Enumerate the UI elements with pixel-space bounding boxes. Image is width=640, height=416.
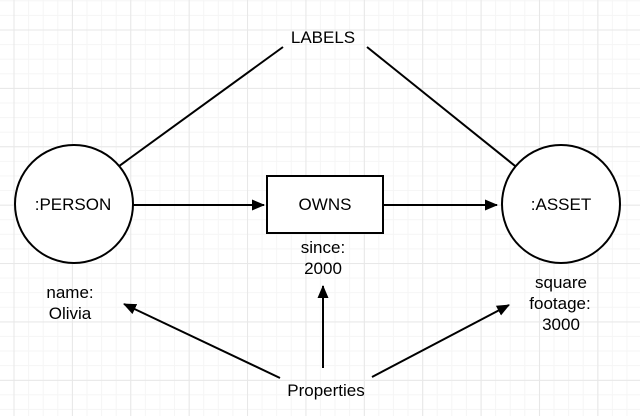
owns-relationship-box [266, 175, 384, 234]
properties-to-footage-arrow [371, 304, 510, 378]
asset-property-line-1: square [535, 273, 587, 292]
asset-node-circle [501, 144, 621, 264]
owns-property-line-1: since: [301, 238, 345, 257]
person-property-line-1: name: [46, 283, 93, 302]
asset-node-label: :ASSET [531, 195, 591, 214]
owns-relationship-label: OWNS [299, 195, 352, 214]
owns-property-line-2: 2000 [304, 259, 342, 278]
person-property-line-2: Olivia [49, 304, 92, 323]
person-node-label: :PERSON [35, 195, 112, 214]
labels-to-asset-arrow [366, 46, 541, 187]
asset-property-line-2: footage: [529, 294, 590, 313]
properties-to-name-arrow [123, 303, 281, 379]
labels-to-person-arrow [92, 46, 284, 186]
asset-property-line-3: 3000 [542, 315, 580, 334]
person-node-circle [14, 144, 134, 264]
labels-caption: LABELS [291, 28, 355, 47]
properties-caption: Properties [287, 381, 364, 400]
